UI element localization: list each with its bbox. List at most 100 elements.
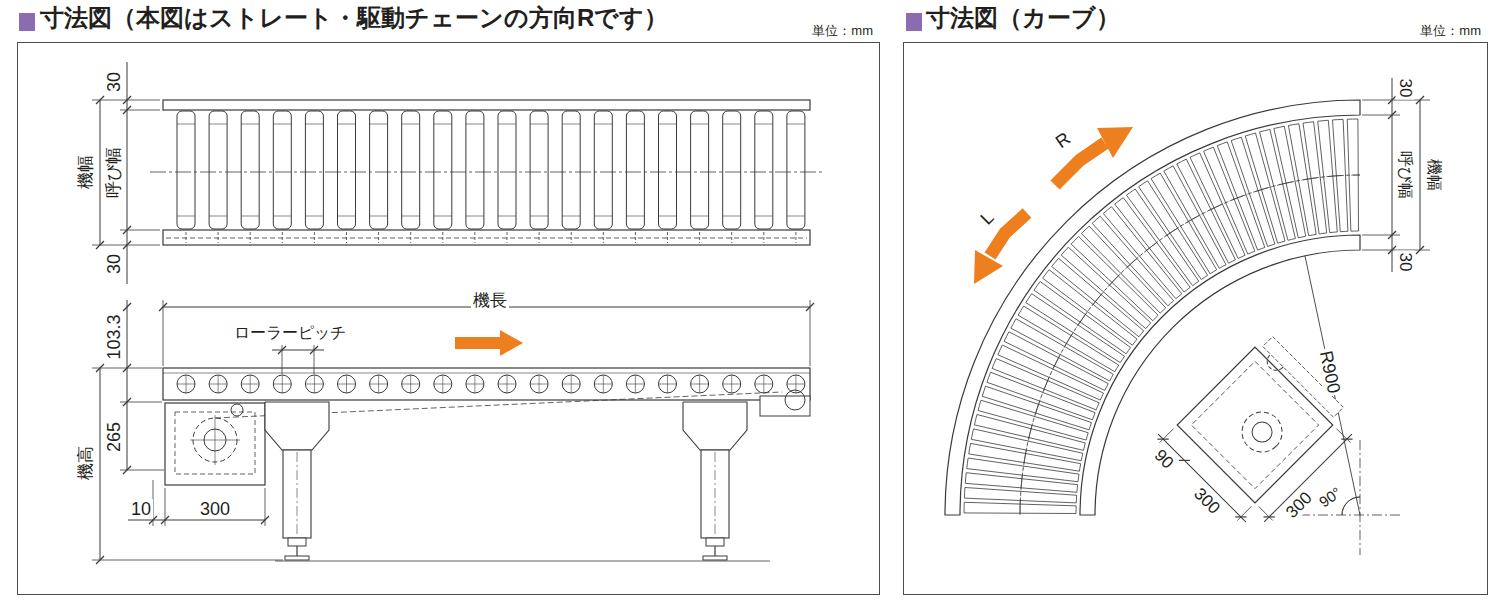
dimension-tick — [1341, 433, 1352, 444]
roller — [723, 111, 741, 229]
roller-detail — [594, 216, 612, 217]
roller — [177, 111, 195, 229]
dimension-line — [100, 100, 101, 245]
roller-axis — [378, 375, 379, 393]
floor-line — [275, 561, 770, 562]
dimension-line — [127, 62, 128, 284]
unit-note: 単位：mm — [1420, 24, 1481, 37]
dimension-line — [100, 368, 101, 560]
extension-line — [1259, 506, 1273, 520]
dimension-tick — [1388, 231, 1396, 239]
roller-axis — [667, 375, 668, 393]
roller — [530, 111, 548, 229]
dimension-tick — [1235, 511, 1246, 522]
center-mark — [715, 452, 716, 536]
straight-top-view — [92, 62, 822, 284]
roller-detail — [370, 216, 388, 217]
roller-detail — [755, 124, 773, 125]
roller-shaft — [571, 232, 572, 243]
roller-detail — [273, 216, 291, 217]
dimension-tick — [123, 96, 131, 104]
dimension-line — [128, 520, 265, 521]
chain-line — [166, 238, 807, 239]
roller — [305, 111, 323, 229]
inner-frame — [1080, 235, 1360, 515]
roller-detail — [659, 124, 677, 125]
roller-shaft — [410, 232, 411, 243]
dimension-tick — [96, 556, 104, 564]
roller-axis — [539, 375, 540, 393]
roller — [562, 111, 580, 229]
dimension-tick — [96, 241, 104, 249]
dimension-tick — [123, 466, 131, 474]
roller-detail — [434, 216, 452, 217]
roller-end — [338, 375, 356, 393]
dimension-value: 30 — [1396, 77, 1415, 100]
roller-end — [498, 375, 516, 393]
roller — [370, 111, 388, 229]
roller — [273, 111, 291, 229]
dimension-name: 機幅 — [76, 153, 95, 191]
roller-axis — [186, 375, 187, 393]
angle-value: 90° — [1314, 482, 1346, 511]
roller-detail — [691, 216, 709, 217]
roller-shaft — [699, 232, 700, 243]
roller-shaft — [731, 232, 732, 243]
roller-end — [370, 375, 388, 393]
dimension-value: 30 — [104, 70, 124, 94]
roller — [755, 111, 773, 229]
roller-detail — [209, 124, 227, 125]
roller-detail — [338, 124, 356, 125]
roller — [466, 111, 484, 229]
roller-detail — [562, 124, 580, 125]
roller-end — [466, 375, 484, 393]
dimension-tick — [1179, 455, 1190, 466]
angle-arc — [1342, 497, 1360, 515]
roller-shaft — [603, 232, 604, 243]
dimension-tick — [123, 106, 131, 114]
leg-bracket — [683, 402, 747, 450]
roller-detail — [530, 124, 548, 125]
dimension-tick — [261, 516, 269, 524]
extension-line — [1362, 235, 1400, 236]
direction-label: L — [975, 206, 999, 230]
curve-drive-unit — [1155, 328, 1365, 538]
roller-detail — [626, 124, 644, 125]
center-mark — [1300, 515, 1400, 516]
roller-detail — [241, 124, 259, 125]
roller-shaft — [763, 232, 764, 243]
roller-detail — [691, 124, 709, 125]
direction-arrow — [1097, 127, 1133, 158]
roller-axis — [410, 375, 411, 393]
adjuster-bolt — [296, 546, 297, 556]
roller-detail — [466, 216, 484, 217]
extension-line — [1237, 506, 1251, 520]
dimension-tick — [123, 303, 131, 311]
roller-shaft — [346, 232, 347, 243]
drive-unit — [165, 403, 265, 485]
roller-end — [305, 375, 323, 393]
roller-detail — [209, 216, 227, 217]
extension-line — [92, 560, 283, 561]
side-frame — [163, 230, 810, 245]
direction-arrow — [974, 250, 1003, 284]
roller-shaft — [282, 232, 283, 243]
idler — [231, 404, 243, 416]
outer-frame — [945, 100, 1360, 515]
dimension-name: 機幅 — [1425, 157, 1443, 193]
dimension-value: 10 — [129, 499, 153, 519]
roller — [787, 111, 805, 229]
roller-shaft — [442, 232, 443, 243]
dimension-line — [127, 300, 128, 470]
roller-axis — [346, 375, 347, 393]
roller-detail — [755, 216, 773, 217]
roller-axis — [603, 375, 604, 393]
roller-detail — [402, 216, 420, 217]
dimension-tick — [310, 346, 318, 354]
roller-detail — [402, 124, 420, 125]
dimension-value: 30 — [1396, 251, 1415, 274]
drive-unit — [1177, 347, 1333, 503]
roller-end — [562, 375, 580, 393]
extension-line — [1160, 429, 1174, 443]
roller-end — [755, 375, 773, 393]
